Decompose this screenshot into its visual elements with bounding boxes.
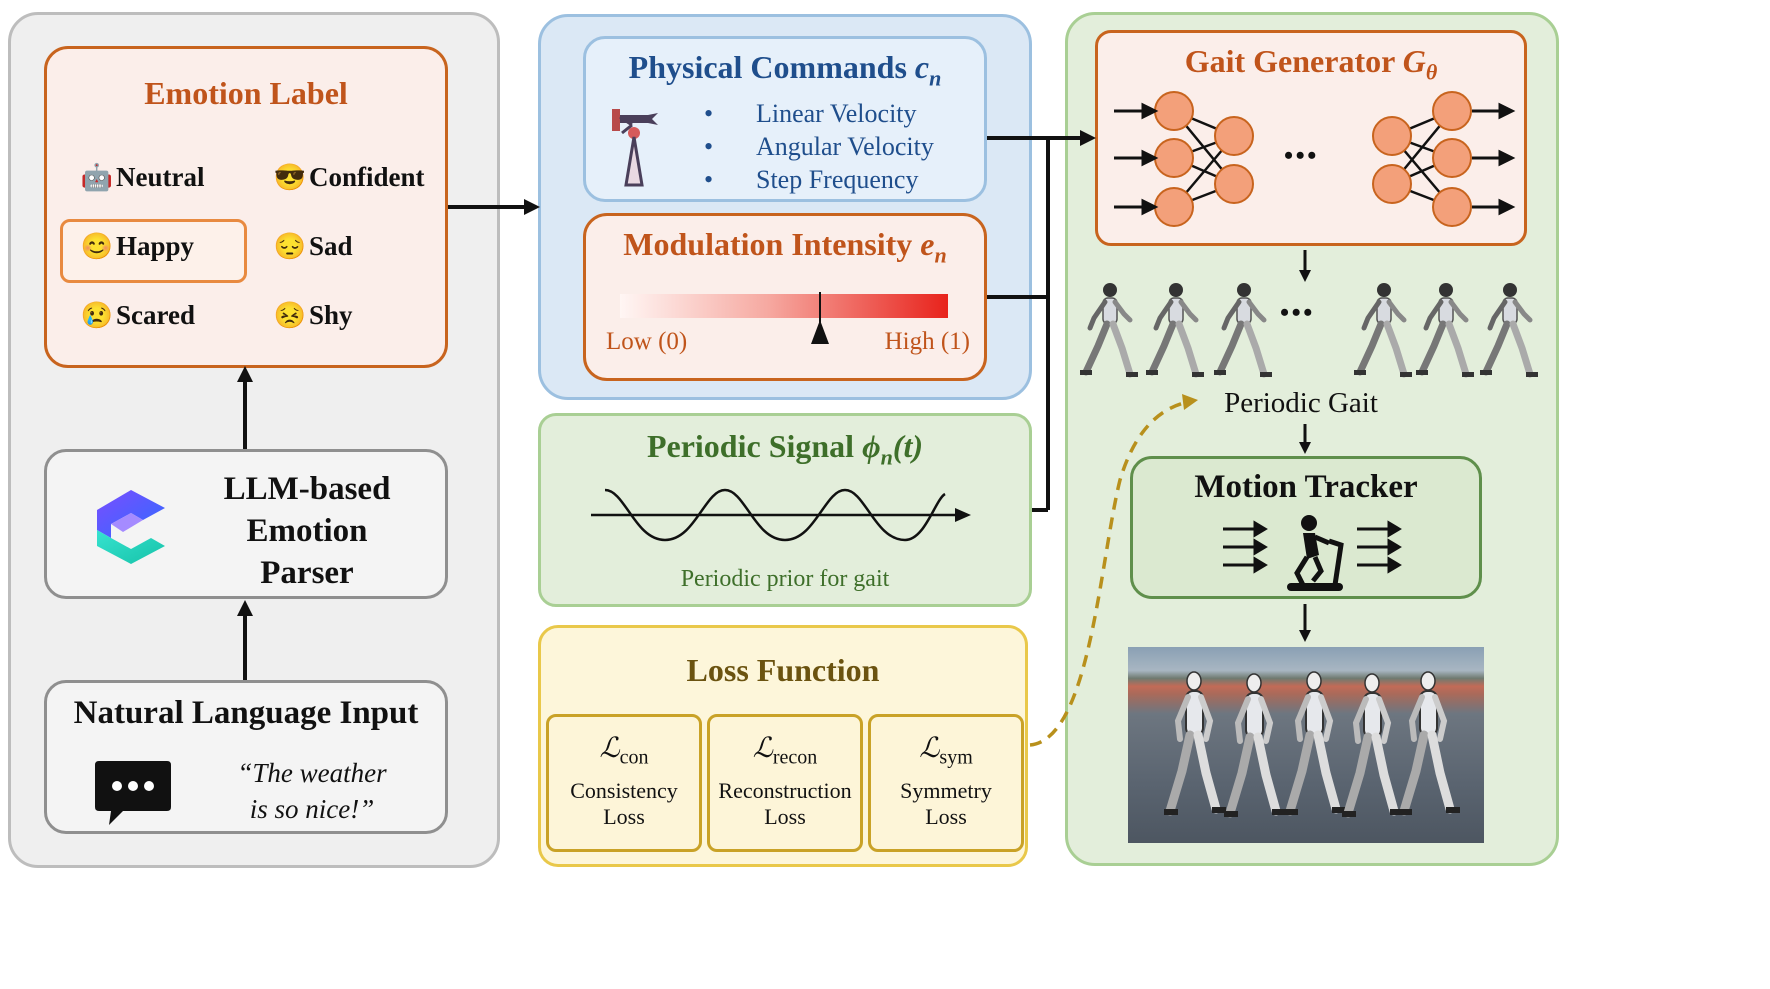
physical-commands-title-text: Physical Commands [628,49,907,85]
periodic-signal-symbol: ϕ [862,428,881,464]
emotion-label-card: Emotion Label [44,46,448,368]
periodic-signal-title: Periodic Signal ϕn(t) [541,428,1029,470]
input-quote: “The weather is so nice!” [197,755,427,827]
quote-line1: “The weather [237,758,387,788]
emotion-item-happy: 😊 Happy [80,231,195,262]
periodic-signal-card: Periodic Signal ϕn(t) Periodic prior for… [538,413,1032,607]
modulation-subscript: n [934,242,947,268]
emotion-item-sad: 😔 Sad [273,231,353,262]
gait-generator-title-text: Gait Generator [1184,43,1395,79]
periodic-gait-figures: • • • [1072,280,1552,384]
loss-term-symbol: ℒrecon [752,733,818,769]
quote-line2: is so nice!” [249,794,375,824]
physical-command-item: •Angular Velocity [704,132,934,161]
physical-commands-title: Physical Commands cn [586,49,984,91]
physical-command-item: •Step Frequency [704,165,919,194]
physical-commands-subscript: n [929,65,942,91]
chat-bubble-icon [93,757,173,827]
motion-tracker-card: Motion Tracker [1130,456,1482,599]
crying-face-icon: 😢 [80,300,114,330]
loss-term-symbol: ℒsym [919,733,973,769]
intensity-high-label: High (1) [884,328,970,355]
emotion-label-scared: Scared [116,300,195,330]
emotion-item-confident: 😎 Confident [273,162,425,193]
llm-logo-icon [91,486,171,566]
emotion-label-shy: Shy [309,300,353,330]
physical-commands-list: •Linear Velocity •Angular Velocity •Step… [704,97,934,196]
treadmill-person-icon [1217,515,1407,593]
parser-line1: LLM-based [223,471,391,507]
modulation-title: Modulation Intensity en [586,226,984,268]
periodic-signal-title-text: Periodic Signal [646,428,855,464]
parser-line2: Emotion [246,513,368,549]
pouting-face-icon: 😣 [273,300,307,330]
sad-face-icon: 😔 [273,231,307,261]
loss-function-title: Loss Function [686,652,880,688]
physical-commands-card: Physical Commands cn •Linear Velocity •A… [583,36,987,202]
emotion-label-confident: Confident [309,162,425,192]
parser-title: LLM-based Emotion Parser [197,468,417,594]
periodic-gait-label: Periodic Gait [1224,387,1378,419]
periodic-signal-caption: Periodic prior for gait [680,566,890,592]
emotion-selected-frame [60,219,247,283]
modulation-symbol: e [920,226,935,262]
natural-language-input-card: Natural Language Input “The weather is s… [44,680,448,834]
llm-parser-card: LLM-based Emotion Parser [44,449,448,599]
robots-walking-photo [1128,647,1484,843]
sunglasses-face-icon: 😎 [273,162,307,192]
emotion-label-sad: Sad [309,231,353,261]
modulation-title-text: Modulation Intensity [623,226,913,262]
physical-command-item: •Linear Velocity [704,99,917,128]
input-title: Natural Language Input [73,695,419,731]
loss-term-symbol: ℒcon [599,733,649,769]
physical-commands-symbol: c [914,49,930,85]
intensity-gradient-bar [620,294,948,318]
periodic-signal-arg: (t) [892,428,924,464]
emotion-label-neutral: Neutral [116,162,205,192]
wind-vane-icon [608,103,668,189]
emotion-label-happy: Happy [116,231,195,261]
motion-tracker-title: Motion Tracker [1194,469,1418,505]
gait-generator-title: Gait Generator Gθ [1098,43,1524,85]
emotion-item-shy: 😣 Shy [273,300,353,331]
intensity-marker [809,292,831,346]
gait-generator-symbol: G [1402,43,1426,79]
gait-generator-subscript: θ [1425,59,1438,85]
periodic-gait-ellipsis: • • • [1280,298,1312,327]
smiling-face-icon: 😊 [80,231,114,261]
emotion-item-scared: 😢 Scared [80,300,195,331]
intensity-low-label: Low (0) [606,328,688,355]
periodic-signal-subscript: n [880,444,893,470]
emotion-label-title: Emotion Label [144,75,348,111]
modulation-intensity-card: Modulation Intensity en Low (0) High (1) [583,213,987,381]
gait-generator-ellipsis: • • • [1284,141,1316,170]
sine-wave-icon [591,480,981,550]
parser-line3: Parser [260,555,354,591]
emotion-item-neutral: 🤖 Neutral [80,162,205,193]
robot-face-icon: 🤖 [80,162,114,192]
